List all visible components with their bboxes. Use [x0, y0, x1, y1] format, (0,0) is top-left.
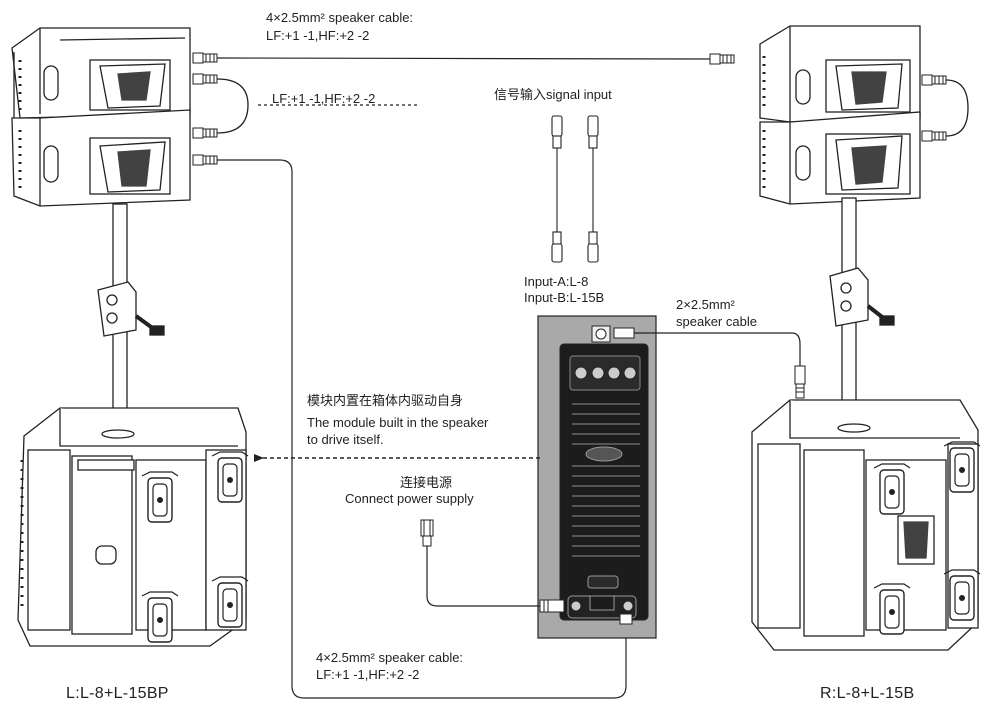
speakon-connector-icon: [192, 52, 218, 64]
speakon-connector-icon: [619, 613, 633, 625]
right-subwoofer: [751, 399, 979, 651]
top-cable-label-line2: LF:+1 -1,HF:+2 -2: [266, 28, 370, 43]
speakon-connector-icon: [709, 53, 735, 65]
bottom-cable-label-line2: LF:+1 -1,HF:+2 -2: [316, 667, 420, 682]
speakon-connector-icon: [192, 127, 218, 139]
top-cable-label-line1: 4×2.5mm² speaker cable:: [266, 10, 414, 25]
signal-input-label: 信号输入signal input: [494, 87, 612, 102]
input-b-label: Input-B:L-15B: [524, 290, 605, 305]
right-link-cable: [945, 79, 969, 137]
left-link-cable: [216, 78, 249, 134]
right-line-array-bottom: [759, 111, 921, 205]
module-label-cn: 模块内置在箱体内驱动自身: [307, 393, 464, 408]
power-cable: [426, 546, 548, 607]
bottom-cable-label-line1: 4×2.5mm² speaker cable:: [316, 650, 464, 665]
speakon-connector-icon: [921, 74, 947, 86]
power-label-cn: 连接电源: [400, 475, 453, 490]
speakon-connector-icon: [192, 73, 218, 85]
module-label-en-line2: to drive itself.: [307, 432, 384, 447]
left-link-cable-label: LF:+1 -1,HF:+2 -2: [272, 91, 376, 106]
right-line-array-top: [759, 25, 921, 123]
right-pole: [829, 197, 895, 435]
right-system-title: R:L-8+L-15B: [820, 685, 915, 702]
amplifier-module: [537, 315, 657, 639]
right-cable-label-line1: 2×2.5mm²: [676, 297, 735, 312]
speakon-connector-icon: [794, 365, 806, 399]
left-line-array-top: [11, 27, 191, 119]
right-cable-label-line2: speaker cable: [676, 314, 757, 329]
speakon-connector-icon: [921, 130, 947, 142]
xlr-connector-icon: [587, 115, 599, 263]
left-subwoofer: [17, 407, 247, 647]
speakon-connector-icon: [192, 154, 218, 166]
top-speaker-cable: [216, 57, 711, 60]
power-plug-icon: [539, 599, 565, 613]
power-label-en: Connect power supply: [345, 491, 474, 506]
power-plug-icon: [420, 519, 434, 547]
left-line-array-bottom: [11, 109, 191, 207]
right-speaker-cable: [634, 332, 801, 380]
left-system-title: L:L-8+L-15BP: [66, 685, 169, 702]
left-pole: [97, 203, 165, 437]
bottom-speaker-cable: [217, 159, 627, 699]
xlr-connector-icon: [551, 115, 563, 263]
input-a-label: Input-A:L-8: [524, 274, 589, 289]
module-label-en-line1: The module built in the speaker: [307, 415, 489, 430]
